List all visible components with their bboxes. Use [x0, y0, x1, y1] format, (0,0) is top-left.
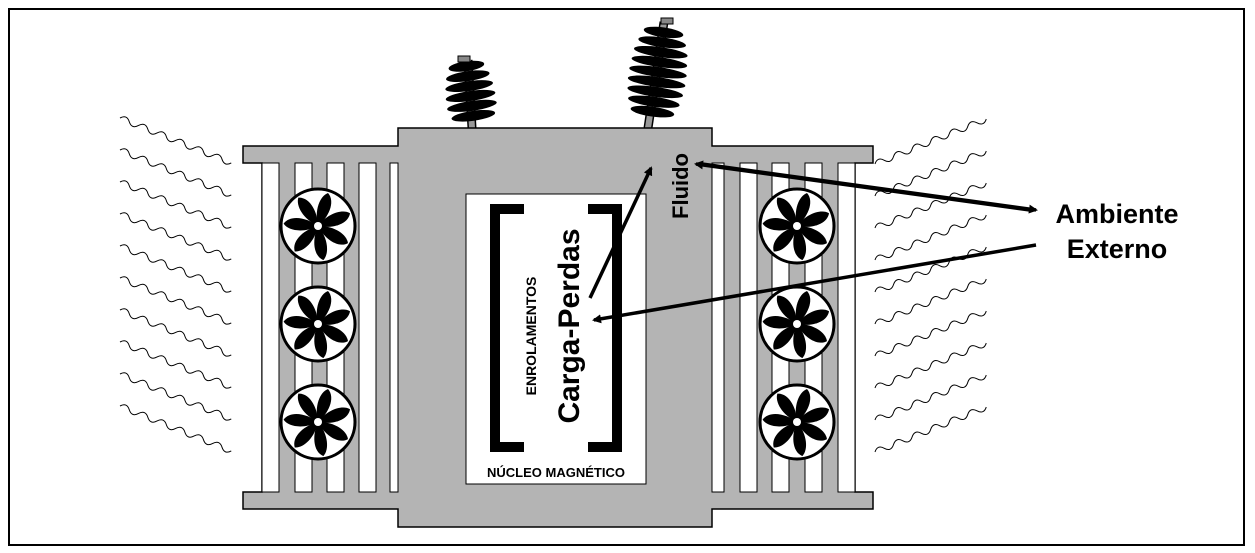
heat-wave-icon	[118, 114, 233, 455]
winding-brackets	[490, 204, 622, 452]
fan-icon	[279, 187, 357, 265]
fan-icon	[279, 285, 357, 363]
bushing-icon	[445, 55, 497, 129]
fan-icon	[758, 187, 836, 265]
bushing-icon	[627, 17, 688, 129]
heat-wave-icon	[873, 115, 988, 456]
flow-arrows	[588, 160, 1038, 324]
arrow-losses-to-fluid	[588, 166, 653, 299]
fan-icon	[279, 383, 357, 461]
magnetic-core-label: NÚCLEO MAGNÉTICO	[487, 465, 625, 480]
fan-icon	[758, 285, 836, 363]
load-losses-label: Carga-Perdas	[553, 228, 586, 423]
windings-label: ENROLAMENTOS	[523, 277, 539, 396]
ambient-label-line1: Ambiente	[1055, 199, 1178, 229]
arrow-ambient-to-fluid	[694, 160, 1031, 212]
fan-icon	[758, 383, 836, 461]
fluid-label: Fluido	[668, 153, 693, 219]
ambient-label-line2: Externo	[1067, 234, 1168, 264]
arrow-ambient-to-losses	[592, 243, 1037, 324]
